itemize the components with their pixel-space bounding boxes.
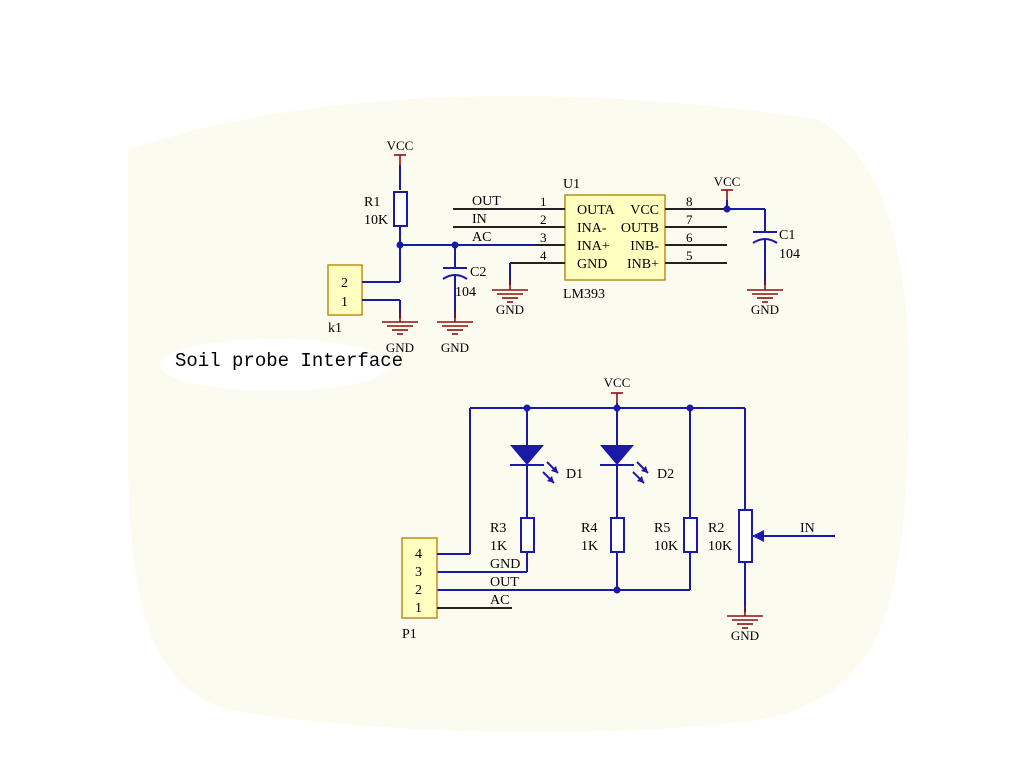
- svg-text:GND: GND: [751, 302, 779, 317]
- u1-left-pins: 1 2 3 4 OUT IN AC: [453, 194, 565, 264]
- svg-text:R2: R2: [708, 521, 724, 536]
- resistor-r3: R3 1K: [490, 517, 535, 554]
- svg-text:VCC: VCC: [714, 174, 741, 189]
- svg-text:R4: R4: [581, 521, 597, 536]
- ic-u1-lm393: U1 LM393 OUTA INA- INA+ GND VCC OUTB INB…: [563, 177, 666, 302]
- ground-symbol: GND: [726, 605, 764, 643]
- svg-text:OUTA: OUTA: [577, 203, 616, 218]
- svg-text:3: 3: [540, 230, 547, 245]
- svg-text:5: 5: [686, 248, 693, 263]
- svg-text:C1: C1: [779, 228, 795, 243]
- ground-symbol: GND: [436, 311, 474, 355]
- capacitor-c1: C1 104: [752, 228, 800, 285]
- svg-text:INB+: INB+: [627, 257, 659, 272]
- u1-right-pins: 8 7 6 5: [665, 194, 727, 264]
- svg-text:1K: 1K: [581, 539, 598, 554]
- svg-text:INA+: INA+: [577, 239, 610, 254]
- svg-text:2: 2: [415, 583, 422, 598]
- connector-p1: 4 3 2 1 P1: [401, 537, 438, 642]
- svg-text:6: 6: [686, 230, 693, 245]
- vcc-symbol: VCC: [604, 375, 631, 404]
- svg-text:10K: 10K: [364, 213, 388, 228]
- svg-text:D1: D1: [566, 467, 583, 482]
- svg-text:10K: 10K: [654, 539, 678, 554]
- connector-k1: 2 1 k1: [327, 264, 363, 336]
- ground-symbol: GND: [746, 279, 784, 317]
- led-d2: D2: [600, 408, 674, 484]
- svg-text:4: 4: [540, 248, 547, 263]
- svg-text:IN: IN: [472, 212, 487, 227]
- svg-text:R3: R3: [490, 521, 506, 536]
- svg-text:3: 3: [415, 565, 422, 580]
- soil-probe-title: Soil probe Interface: [160, 339, 403, 391]
- svg-text:R5: R5: [654, 521, 670, 536]
- svg-text:GND: GND: [731, 628, 759, 643]
- svg-text:1K: 1K: [490, 539, 507, 554]
- svg-text:8: 8: [686, 194, 693, 209]
- svg-text:VCC: VCC: [604, 375, 631, 390]
- capacitor-c2: C2 104: [442, 245, 486, 318]
- svg-text:P1: P1: [402, 627, 417, 642]
- svg-text:Soil probe Interface: Soil probe Interface: [175, 350, 403, 372]
- svg-text:7: 7: [686, 212, 693, 227]
- svg-text:U1: U1: [563, 177, 580, 192]
- ground-symbol: GND: [381, 311, 419, 355]
- svg-text:1: 1: [341, 295, 348, 310]
- svg-text:R1: R1: [364, 195, 380, 210]
- potentiometer-r2: R2 10K IN: [708, 509, 835, 563]
- svg-text:VCC: VCC: [630, 203, 659, 218]
- svg-text:10K: 10K: [708, 539, 732, 554]
- svg-text:GND: GND: [386, 340, 414, 355]
- vcc-symbol: VCC: [714, 174, 741, 201]
- svg-text:INA-: INA-: [577, 221, 607, 236]
- svg-text:4: 4: [415, 547, 422, 562]
- ground-symbol: GND: [491, 279, 529, 317]
- svg-text:IN: IN: [800, 521, 815, 536]
- svg-text:k1: k1: [328, 321, 342, 336]
- svg-text:GND: GND: [441, 340, 469, 355]
- svg-text:104: 104: [455, 285, 476, 300]
- svg-text:VCC: VCC: [387, 138, 414, 153]
- svg-text:104: 104: [779, 247, 800, 262]
- svg-text:INB-: INB-: [630, 239, 659, 254]
- vcc-symbol: VCC: [387, 138, 414, 166]
- svg-text:GND: GND: [577, 257, 607, 272]
- resistor-r4: R4 1K: [581, 517, 625, 554]
- svg-text:OUT: OUT: [472, 194, 501, 209]
- svg-text:OUT: OUT: [490, 575, 519, 590]
- svg-text:OUTB: OUTB: [621, 221, 659, 236]
- svg-text:AC: AC: [490, 593, 509, 608]
- svg-text:1: 1: [415, 601, 422, 616]
- svg-text:GND: GND: [496, 302, 524, 317]
- svg-text:C2: C2: [470, 265, 486, 280]
- svg-text:2: 2: [540, 212, 547, 227]
- svg-text:1: 1: [540, 194, 547, 209]
- svg-text:AC: AC: [472, 230, 491, 245]
- svg-text:GND: GND: [490, 557, 520, 572]
- background-blob: [128, 96, 910, 733]
- svg-text:2: 2: [341, 276, 348, 291]
- svg-text:LM393: LM393: [563, 287, 605, 302]
- svg-text:D2: D2: [657, 467, 674, 482]
